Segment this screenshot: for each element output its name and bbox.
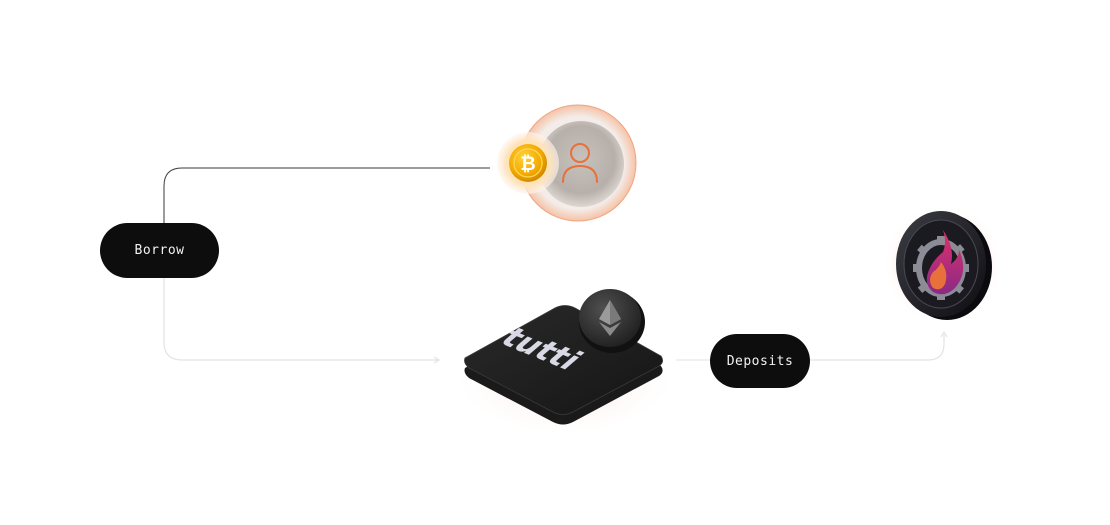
burn-node-graphic [885,204,1003,324]
deposits-label: Deposits [726,353,794,369]
user-node-graphic: ₿ [497,104,637,222]
deposits-button[interactable]: Deposits [710,334,810,388]
borrow-label: Borrow [134,243,185,258]
flame-gear-coin-icon [896,211,992,320]
borrow-to-user-line [163,167,490,223]
ethereum-coin-icon [579,289,645,353]
deposits-to-burn-line [810,334,945,361]
borrow-to-chip-arrow [433,356,441,364]
tutti-chip-node: tutti [455,280,675,435]
tutti-chip-graphic: tutti [460,289,670,430]
svg-text:₿: ₿ [520,153,535,175]
user-icon [562,143,598,183]
bitcoin-coin-icon: ₿ [509,144,547,182]
burn-node [885,200,1005,330]
borrow-button[interactable]: Borrow [100,223,219,278]
deposits-to-burn-arrow [940,330,948,338]
borrow-to-chip-line [163,278,438,361]
user-node: ₿ [490,100,650,230]
